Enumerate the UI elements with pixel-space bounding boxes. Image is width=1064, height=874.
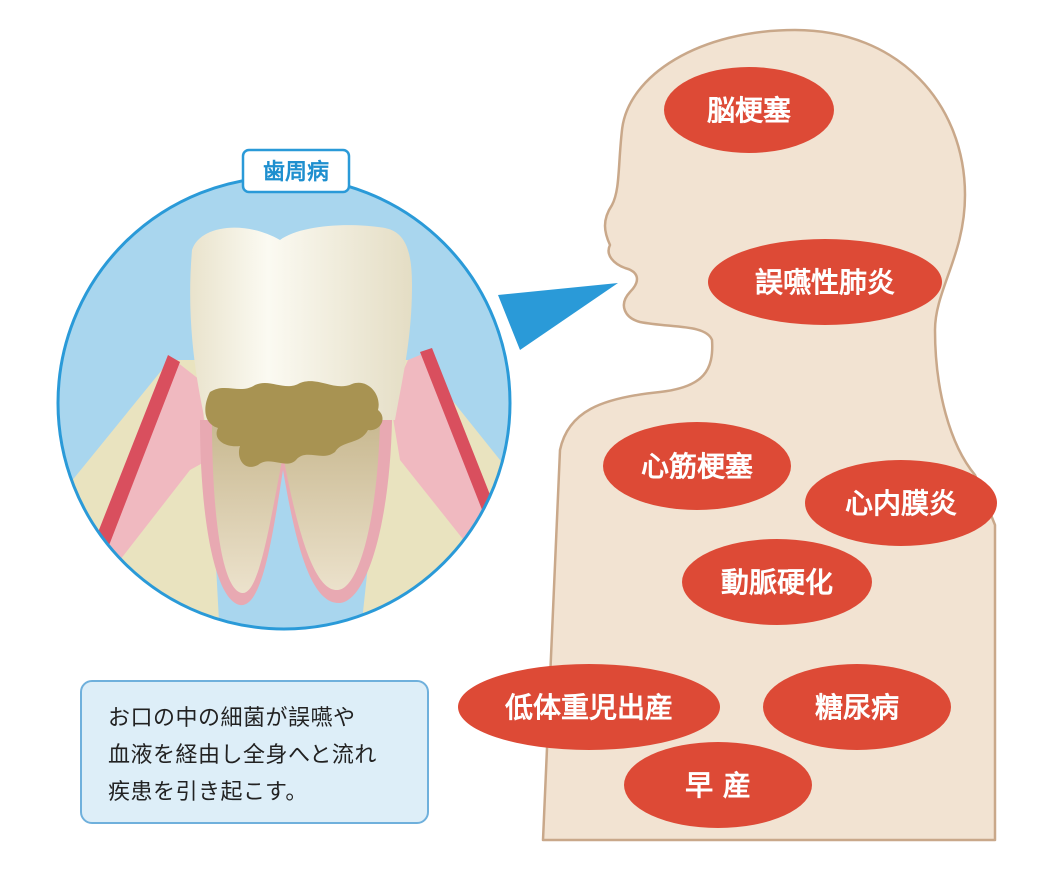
periodontal-badge-label: 歯周病 [263,159,329,185]
gum-right [390,350,500,548]
gum-left-edge [95,355,180,548]
explanation-note: お口の中の細菌が誤嚥や 血液を経由し全身へと流れ 疾患を引き起こす。 [80,680,429,824]
disease-label-endocarditis: 心内膜炎 [845,487,957,520]
disease-pill-preterm-birth: 早 産 [624,742,812,828]
human-silhouette [541,28,997,842]
tartar-deposit [205,381,383,467]
disease-label-low-birth-weight: 低体重児出産 [504,691,673,724]
disease-label-arteriosclerosis: 動脈硬化 [721,566,833,599]
gum-right-edge [420,348,500,530]
gum-left [95,355,208,560]
disease-pill-diabetes: 糖尿病 [763,664,951,750]
disease-pill-arteriosclerosis: 動脈硬化 [682,539,872,625]
periodontal-badge: 歯周病 [241,148,351,194]
disease-pill-aspiration-pneumonia: 誤嚥性肺炎 [708,239,942,325]
disease-label-stroke: 脳梗塞 [707,94,791,127]
disease-pill-stroke: 脳梗塞 [664,67,834,153]
disease-pill-endocarditis: 心内膜炎 [805,460,997,546]
disease-pill-myocardial-infarction: 心筋梗塞 [603,422,791,510]
callout-pointer [498,283,618,350]
disease-label-myocardial-infarction: 心筋梗塞 [641,450,753,483]
disease-label-aspiration-pneumonia: 誤嚥性肺炎 [755,266,895,299]
explanation-line-1: お口の中の細菌が誤嚥や [108,706,356,731]
disease-label-diabetes: 糖尿病 [815,691,899,724]
disease-label-preterm-birth: 早 産 [685,769,751,802]
explanation-line-3: 疾患を引き起こす。 [108,780,308,805]
tooth-crown [190,225,412,420]
disease-pill-low-birth-weight: 低体重児出産 [458,664,720,750]
explanation-line-2: 血液を経由し全身へと流れ [108,743,377,768]
tooth-closeup [56,175,512,631]
